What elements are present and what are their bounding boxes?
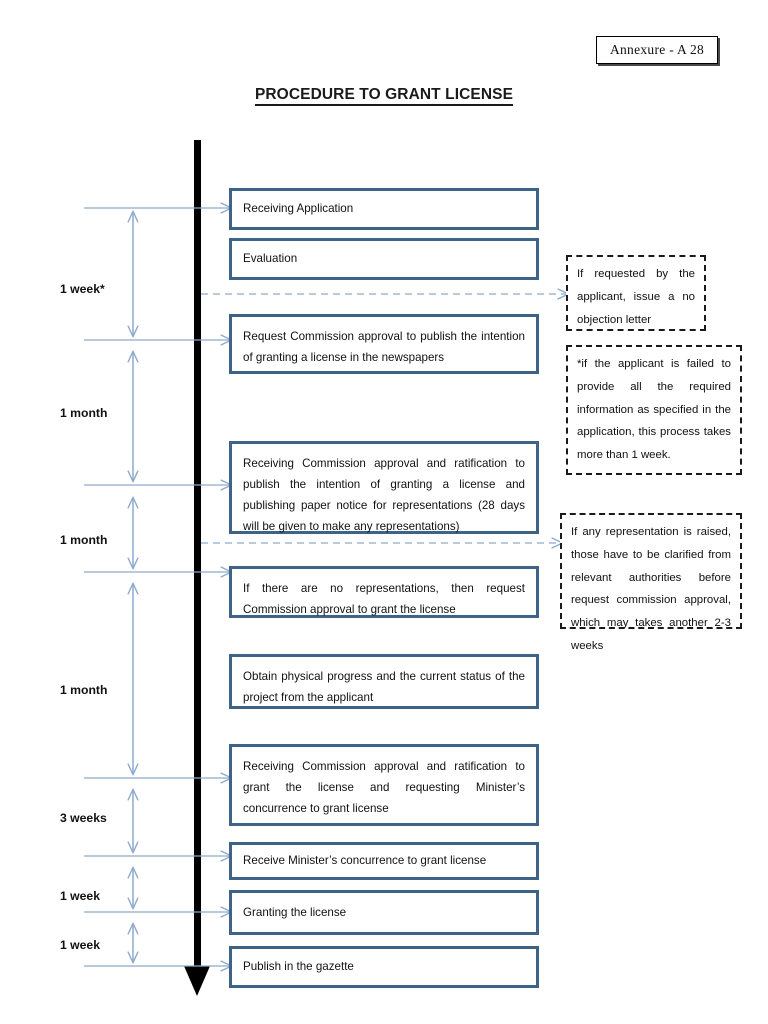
duration-label-5: 3 weeks (60, 811, 107, 825)
process-box-label: Receiving Commission approval and ratifi… (243, 760, 525, 816)
process-box-label: Evaluation (243, 252, 298, 266)
process-box-8: Receive Minister’s concurrence to grant … (229, 842, 539, 880)
note-box-text: If any representation is raised, those h… (571, 526, 731, 653)
process-box-label: Receive Minister’s concurrence to grant … (243, 854, 487, 868)
duration-label-3: 1 month (60, 533, 108, 547)
timeline-arrowhead-icon (184, 966, 210, 996)
note-box-1: If requested by the applicant, issue a n… (566, 255, 706, 331)
duration-label-1: 1 week* (60, 282, 105, 296)
process-box-label: Receiving Commission approval and ratifi… (243, 457, 525, 534)
duration-label-4: 1 month (60, 683, 108, 697)
annexure-label: Annexure - A 28 (596, 36, 718, 64)
process-box-9: Granting the license (229, 890, 539, 935)
process-box-label: Request Commission approval to publish t… (243, 330, 525, 365)
process-box-label: Obtain physical progress and the current… (243, 670, 525, 705)
note-box-text: *if the applicant is failed to provide a… (577, 358, 731, 462)
process-box-2: Evaluation (229, 238, 539, 280)
process-box-label: Granting the license (243, 905, 347, 919)
timeline-spine (194, 140, 201, 972)
process-box-4: Receiving Commission approval and ratifi… (229, 441, 539, 534)
process-box-label: If there are no representations, then re… (243, 582, 525, 617)
process-box-label: Publish in the gazette (243, 960, 354, 974)
process-box-5: If there are no representations, then re… (229, 566, 539, 618)
duration-label-6: 1 week (60, 889, 100, 903)
process-box-label: Receiving Application (243, 202, 354, 216)
process-box-7: Receiving Commission approval and ratifi… (229, 744, 539, 826)
page-title-text: PROCEDURE TO GRANT LICENSE (254, 86, 514, 106)
duration-label-7: 1 week (60, 938, 100, 952)
page-title: PROCEDURE TO GRANT LICENSE (0, 86, 768, 106)
note-box-3: If any representation is raised, those h… (560, 513, 742, 652)
note-box-2: *if the applicant is failed to provide a… (566, 345, 742, 475)
process-box-10: Publish in the gazette (229, 946, 539, 988)
process-box-3: Request Commission approval to publish t… (229, 314, 539, 374)
process-box-6: Obtain physical progress and the current… (229, 654, 539, 709)
duration-label-2: 1 month (60, 406, 108, 420)
process-box-1: Receiving Application (229, 188, 539, 230)
note-box-text: If requested by the applicant, issue a n… (577, 268, 695, 326)
